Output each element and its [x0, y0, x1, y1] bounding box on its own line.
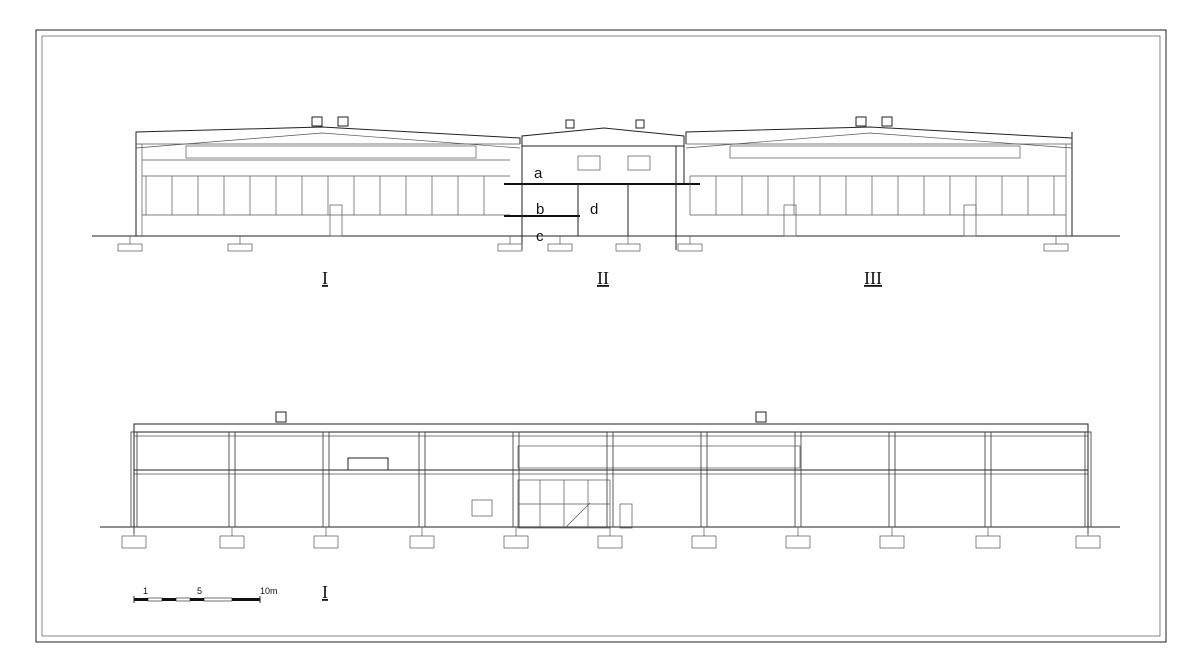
scale-label-1: 1	[143, 586, 148, 596]
column-footing	[313, 535, 339, 549]
block-3-roof	[685, 126, 1073, 159]
footing	[615, 243, 641, 252]
column-footing	[409, 535, 435, 549]
footing	[497, 243, 523, 252]
column	[418, 431, 426, 528]
footing	[677, 243, 703, 252]
column-footing	[691, 535, 717, 549]
column-footing	[879, 535, 905, 549]
room-label-c: c	[536, 228, 544, 245]
column-footing	[975, 535, 1001, 549]
scale-bar	[133, 596, 261, 603]
footing	[117, 243, 143, 252]
footing	[1043, 243, 1069, 252]
footing	[227, 243, 253, 252]
block-label-2: II	[597, 268, 609, 288]
bottom-section-label: I	[322, 582, 328, 602]
block-2-frame	[504, 119, 700, 250]
column	[322, 431, 330, 528]
column-footing	[597, 535, 623, 549]
top-section-drawing	[92, 116, 1120, 252]
sheet-frame	[35, 29, 1167, 643]
block-1-roof	[135, 126, 521, 159]
footing	[547, 243, 573, 252]
scale-label-10m: 10m	[260, 586, 278, 596]
top-window-mullions	[145, 176, 1055, 215]
top-footings	[117, 236, 1069, 252]
room-label-b: b	[536, 201, 544, 218]
column-footing	[503, 535, 529, 549]
column	[984, 431, 992, 528]
block-label-1: I	[322, 268, 328, 288]
column	[888, 431, 896, 528]
bottom-section-drawing	[100, 411, 1120, 534]
block-label-3: III	[864, 268, 882, 288]
room-label-a: a	[534, 165, 543, 182]
scale-label-5: 5	[197, 586, 202, 596]
column-footing	[785, 535, 811, 549]
column-footing	[121, 535, 147, 549]
room-label-d: d	[590, 201, 598, 218]
bottom-footings	[121, 527, 1101, 549]
block-3-walls	[690, 132, 1073, 237]
column	[228, 431, 236, 528]
block-1-walls	[135, 132, 510, 237]
top-roof-vents	[311, 116, 893, 127]
column-footing	[1075, 535, 1101, 549]
column-footing	[219, 535, 245, 549]
